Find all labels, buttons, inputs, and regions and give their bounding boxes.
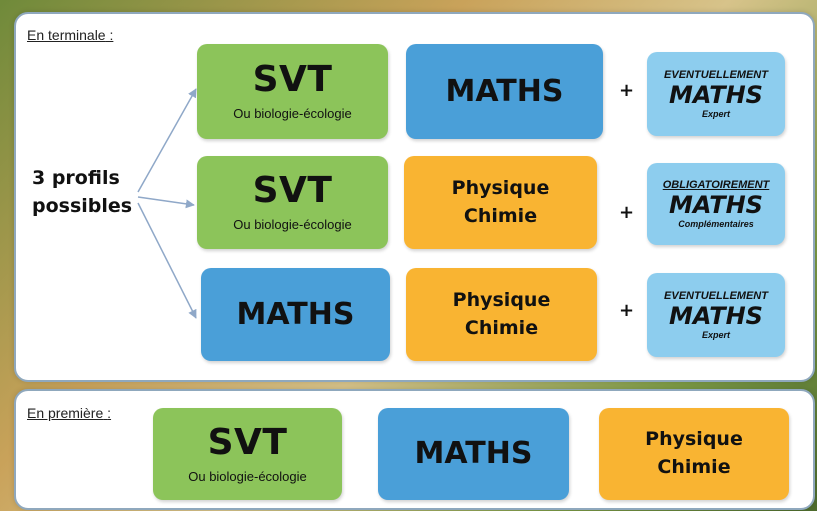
row1-maths-title: MATHS: [445, 73, 564, 109]
row1-maths-box: MATHS: [406, 44, 603, 139]
row3-physique-line1: Physique: [452, 288, 551, 311]
arrow-to-row-2: [137, 196, 195, 209]
row2-option-main: MATHS: [669, 190, 763, 219]
row1-svt-title: SVT: [252, 59, 333, 100]
premiere-maths-box: MATHS: [378, 408, 569, 500]
row2-svt-box: SVT Ou biologie-écologie: [197, 156, 388, 249]
row1-option-top: EVENTUELLEMENT: [664, 68, 768, 81]
terminale-label-colon: :: [109, 27, 114, 43]
premiere-svt-subtitle: Ou biologie-écologie: [188, 468, 307, 484]
premiere-physique-box: Physique Chimie: [599, 408, 789, 500]
arrow-to-row-1: [137, 88, 197, 193]
premiere-label-colon: :: [107, 405, 112, 421]
row1-svt-box: SVT Ou biologie-écologie: [197, 44, 388, 139]
row2-plus: +: [619, 202, 635, 223]
row3-maths-title: MATHS: [236, 296, 355, 332]
row3-physique-line2: Chimie: [464, 316, 539, 339]
row2-svt-title: SVT: [252, 170, 333, 211]
row2-svt-subtitle: Ou biologie-écologie: [233, 217, 352, 232]
premiere-section-label: En première :: [27, 405, 111, 421]
premiere-physique-line2: Chimie: [657, 456, 731, 478]
row2-physique-box: Physique Chimie: [404, 156, 597, 249]
arrow-to-row-3: [137, 202, 197, 319]
row3-physique-box: Physique Chimie: [406, 268, 597, 361]
premiere-label-text: En première: [27, 405, 104, 421]
row1-option-box: EVENTUELLEMENT MATHS Expert: [647, 52, 785, 136]
row3-option-top: EVENTUELLEMENT: [664, 289, 768, 302]
premiere-svt-title: SVT: [207, 421, 288, 463]
row2-physique-line2: Chimie: [463, 204, 538, 227]
row2-option-box: OBLIGATOIREMENT MATHS Complémentaires: [647, 163, 785, 245]
row2-option-top: OBLIGATOIREMENT: [662, 178, 770, 191]
profiles-line-1: 3 profils: [32, 167, 120, 189]
row3-option-box: EVENTUELLEMENT MATHS Expert: [647, 273, 785, 357]
row2-physique-line1: Physique: [451, 176, 550, 199]
premiere-maths-title: MATHS: [414, 436, 533, 471]
row3-option-bottom: Expert: [701, 330, 730, 341]
row3-maths-box: MATHS: [201, 268, 390, 361]
row2-option-bottom: Complémentaires: [678, 219, 754, 230]
premiere-svt-box: SVT Ou biologie-écologie: [153, 408, 342, 500]
terminale-label-text: En terminale: [27, 27, 106, 43]
row3-plus: +: [619, 300, 635, 321]
profiles-line-2: possibles: [32, 194, 133, 217]
row3-option-main: MATHS: [669, 301, 763, 330]
row1-plus: +: [619, 80, 635, 101]
row1-svt-subtitle: Ou biologie-écologie: [233, 106, 352, 121]
row1-option-main: MATHS: [669, 80, 763, 109]
profiles-label: 3 profils possibles: [32, 165, 142, 220]
terminale-section-label: En terminale :: [27, 27, 113, 43]
premiere-physique-line1: Physique: [645, 428, 743, 451]
row1-option-bottom: Expert: [701, 109, 730, 120]
